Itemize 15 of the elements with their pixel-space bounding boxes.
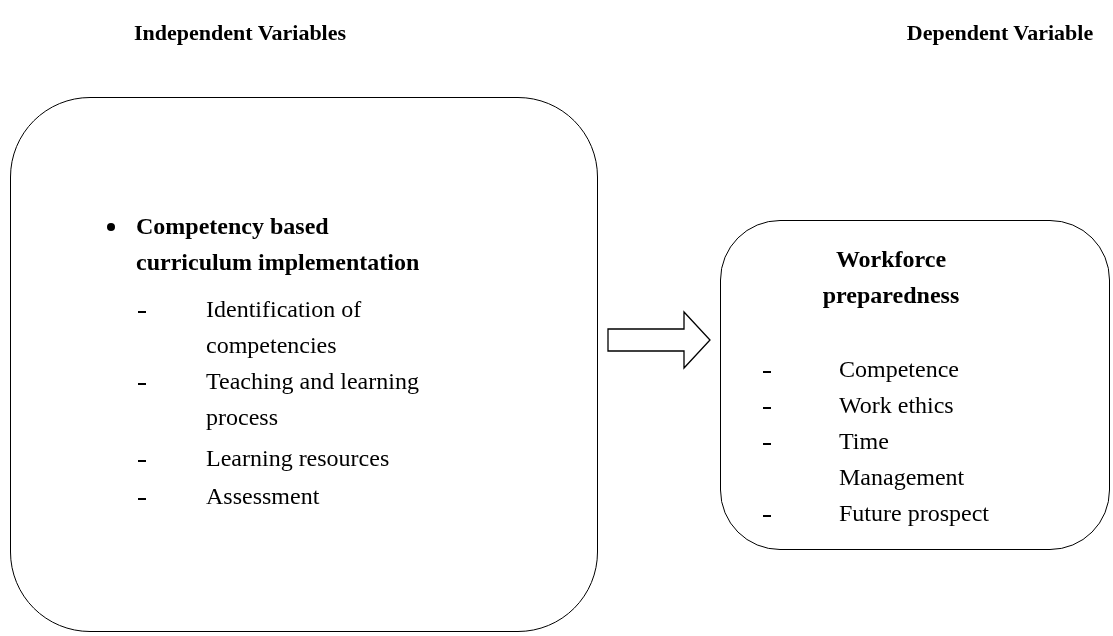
list-item: Learning resources [206, 444, 391, 473]
column-heading: Dependent Variable [905, 20, 1095, 46]
list-item: Competence [839, 355, 960, 384]
rounded-box [10, 97, 598, 632]
list-item: Future prospect [839, 499, 990, 528]
rounded-box [720, 220, 1110, 550]
list-item: Identification of competencies [206, 295, 363, 360]
list-item: Work ethics [839, 391, 955, 420]
column-heading: Independent Variables [132, 20, 348, 46]
variable-title: Competency based curriculum implementation [136, 212, 421, 277]
list-item: Teaching and learning process [206, 367, 420, 432]
list-item: Time Management [839, 427, 966, 492]
variable-title: Workforce preparedness [821, 245, 961, 310]
block-arrow [607, 310, 711, 370]
list-item: Assessment [206, 482, 321, 511]
